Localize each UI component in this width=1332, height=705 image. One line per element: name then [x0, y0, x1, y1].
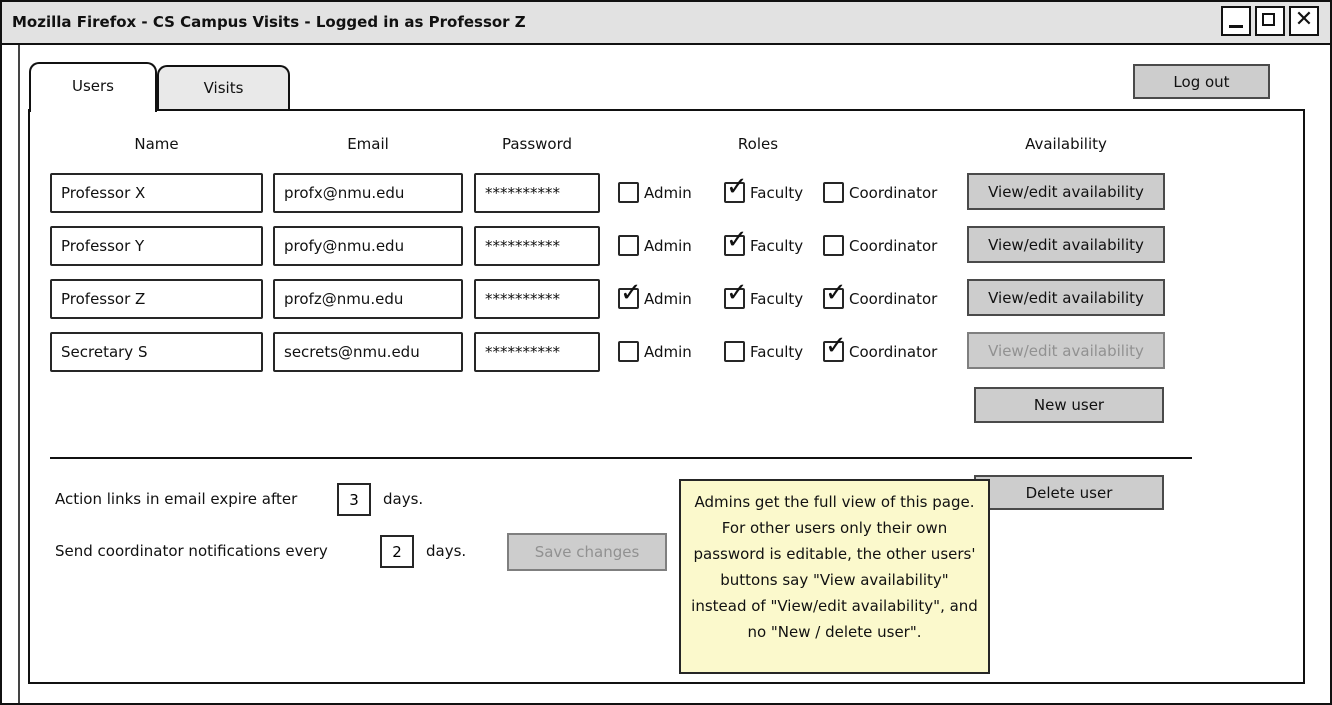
faculty-checkbox[interactable]: ✓ [724, 341, 745, 362]
name-input[interactable] [50, 279, 263, 319]
email-input[interactable] [273, 173, 463, 213]
coordinator-checkbox-label: Coordinator [849, 237, 938, 255]
user-table-row: ✓ Admin ✓ Faculty ✓ Coordinator View/edi… [2, 225, 1330, 266]
expire-setting-suffix: days. [383, 490, 424, 508]
column-header-name: Name [134, 135, 179, 153]
admin-checkbox-label: Admin [644, 184, 692, 202]
password-input[interactable] [474, 226, 600, 266]
name-input[interactable] [50, 226, 263, 266]
logout-button[interactable]: Log out [1133, 64, 1270, 99]
coordinator-checkbox[interactable]: ✓ [823, 182, 844, 203]
titlebar: Mozilla Firefox - CS Campus Visits - Log… [2, 2, 1330, 45]
minimize-button[interactable] [1221, 6, 1251, 36]
column-header-availability: Availability [1025, 135, 1107, 153]
checkmark-icon: ✓ [726, 172, 748, 202]
name-input[interactable] [50, 332, 263, 372]
expire-setting-label: Action links in email expire after [55, 490, 298, 508]
delete-user-button[interactable]: Delete user [974, 475, 1164, 510]
view-edit-availability-button[interactable]: View/edit availability [967, 226, 1165, 263]
faculty-checkbox-label: Faculty [750, 343, 804, 361]
close-icon: ✕ [1294, 7, 1314, 32]
email-input[interactable] [273, 279, 463, 319]
faculty-checkbox-label: Faculty [750, 184, 804, 202]
user-table-row: ✓ Admin ✓ Faculty ✓ Coordinator View/edi… [2, 278, 1330, 319]
close-button[interactable]: ✕ [1289, 6, 1319, 36]
password-input[interactable] [474, 279, 600, 319]
notify-days-input[interactable] [380, 535, 414, 568]
column-header-roles: Roles [737, 135, 779, 153]
maximize-icon [1262, 13, 1275, 26]
sticky-note: Admins get the full view of this page. F… [679, 479, 990, 674]
section-divider [50, 457, 1192, 459]
maximize-button[interactable] [1255, 6, 1285, 36]
coordinator-checkbox[interactable]: ✓ [823, 278, 847, 309]
admin-checkbox[interactable]: ✓ [618, 235, 639, 256]
save-changes-button[interactable]: Save changes [507, 533, 667, 571]
coordinator-checkbox[interactable]: ✓ [823, 331, 847, 362]
password-input[interactable] [474, 332, 600, 372]
notify-setting-suffix: days. [426, 542, 467, 560]
admin-checkbox-label: Admin [644, 290, 692, 308]
email-input[interactable] [273, 332, 463, 372]
coordinator-checkbox[interactable]: ✓ [823, 235, 844, 256]
admin-checkbox-label: Admin [644, 237, 692, 255]
user-table-row: ✓ Admin ✓ Faculty ✓ Coordinator View/edi… [2, 172, 1330, 213]
tab-visits-label: Visits [203, 79, 244, 97]
admin-checkbox[interactable]: ✓ [618, 278, 642, 309]
expire-days-input[interactable] [337, 483, 371, 516]
tab-users[interactable]: Users [29, 62, 157, 112]
coordinator-checkbox-label: Coordinator [849, 343, 938, 361]
faculty-checkbox-label: Faculty [750, 237, 804, 255]
column-header-email: Email [347, 135, 389, 153]
password-input[interactable] [474, 173, 600, 213]
email-input[interactable] [273, 226, 463, 266]
checkmark-icon: ✓ [620, 278, 642, 308]
admin-checkbox[interactable]: ✓ [618, 341, 639, 362]
notify-setting-label: Send coordinator notifications every [55, 542, 328, 560]
faculty-checkbox[interactable]: ✓ [724, 225, 748, 256]
window-left-edge [18, 45, 20, 703]
faculty-checkbox[interactable]: ✓ [724, 278, 748, 309]
checkmark-icon: ✓ [825, 331, 847, 361]
view-edit-availability-button[interactable]: View/edit availability [967, 173, 1165, 210]
minimize-icon [1229, 8, 1243, 28]
admin-checkbox-label: Admin [644, 343, 692, 361]
checkmark-icon: ✓ [726, 225, 748, 255]
faculty-checkbox[interactable]: ✓ [724, 172, 748, 203]
checkmark-icon: ✓ [726, 278, 748, 308]
sticky-note-text: Admins get the full view of this page. F… [691, 493, 978, 641]
admin-checkbox[interactable]: ✓ [618, 182, 639, 203]
view-edit-availability-button[interactable]: View/edit availability [967, 332, 1165, 369]
checkmark-icon: ✓ [825, 278, 847, 308]
tab-visits[interactable]: Visits [157, 65, 290, 109]
faculty-checkbox-label: Faculty [750, 290, 804, 308]
name-input[interactable] [50, 173, 263, 213]
coordinator-checkbox-label: Coordinator [849, 290, 938, 308]
user-table-row: ✓ Admin ✓ Faculty ✓ Coordinator View/edi… [2, 331, 1330, 372]
window-title: Mozilla Firefox - CS Campus Visits - Log… [12, 13, 526, 31]
new-user-button[interactable]: New user [974, 387, 1164, 423]
coordinator-checkbox-label: Coordinator [849, 184, 938, 202]
tab-users-label: Users [71, 77, 114, 95]
column-header-password: Password [501, 135, 573, 153]
view-edit-availability-button[interactable]: View/edit availability [967, 279, 1165, 316]
